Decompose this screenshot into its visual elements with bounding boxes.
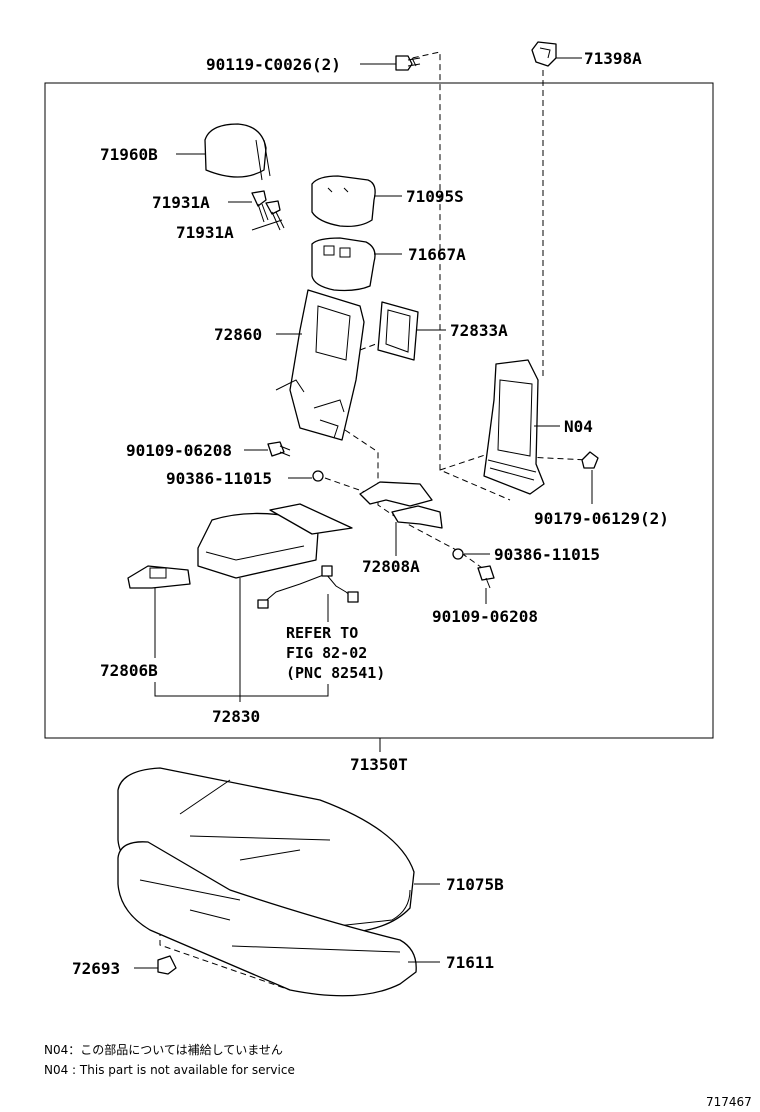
label-71398a: 71398A [584,49,642,68]
seat-cushion-71611[interactable] [117,841,417,997]
footnote-japanese: N04：この部品については補給していません [44,1042,283,1057]
label-72860: 72860 [214,325,262,344]
bolt-90119[interactable] [395,55,421,71]
bolt-90179[interactable] [581,451,599,469]
reference-line-1: REFER TO [286,624,358,642]
label-N04: N04 [564,417,593,436]
leader-lines [134,57,593,969]
clip-71398a[interactable] [531,41,557,67]
label-72693: 72693 [72,959,120,978]
label-71960b: 71960B [100,145,158,164]
label-71931a-upper: 71931A [152,193,210,212]
armrest-cover-71095s[interactable] [311,175,376,228]
label-71611: 71611 [446,953,494,972]
reference-line-3: (PNC 82541) [286,664,385,682]
assembly-frame [44,82,714,739]
label-72806b: 72806B [100,661,158,680]
label-71667a: 71667A [408,245,466,264]
seatback-frame-N04[interactable] [483,359,545,495]
label-71931a-lower: 71931A [176,223,234,242]
label-71095s: 71095S [406,187,464,206]
label-71350t: 71350T [350,755,408,774]
label-90386-11015-upper: 90386-11015 [166,469,272,488]
label-71075b: 71075B [446,875,504,894]
label-72830: 72830 [212,707,260,726]
bolt-90109-upper[interactable] [267,441,291,457]
label-90109-06208-upper: 90109-06208 [126,441,232,460]
label-90179-06129: 90179-06129(2) [534,509,669,528]
bolt-90109-lower[interactable] [477,565,495,589]
nut-90386-lower[interactable] [452,548,464,560]
armrest-panel-71667a[interactable] [311,237,376,292]
hinge-72808a[interactable] [359,481,443,529]
headrest-71960b[interactable] [204,123,271,181]
headrest-support-71931a[interactable] [251,190,285,231]
armrest-base-72830[interactable] [197,503,353,579]
figure-number: 717467 [706,1095,752,1109]
clip-72693[interactable] [157,955,177,975]
label-90109-06208-lower: 90109-06208 [432,607,538,626]
label-72833a: 72833A [450,321,508,340]
reference-line-2: FIG 82-02 [286,644,367,662]
armrest-frame-72860[interactable] [275,289,365,441]
label-90386-11015-lower: 90386-11015 [494,545,600,564]
latch-72806b[interactable] [127,565,191,589]
label-72808a: 72808A [362,557,420,576]
wire-harness[interactable] [257,565,359,609]
bracket-72833a[interactable] [377,301,419,361]
nut-90386-upper[interactable] [312,470,324,482]
label-90119-c0026: 90119-C0026(2) [206,55,341,74]
footnote-english: N04 : This part is not available for ser… [44,1063,295,1077]
